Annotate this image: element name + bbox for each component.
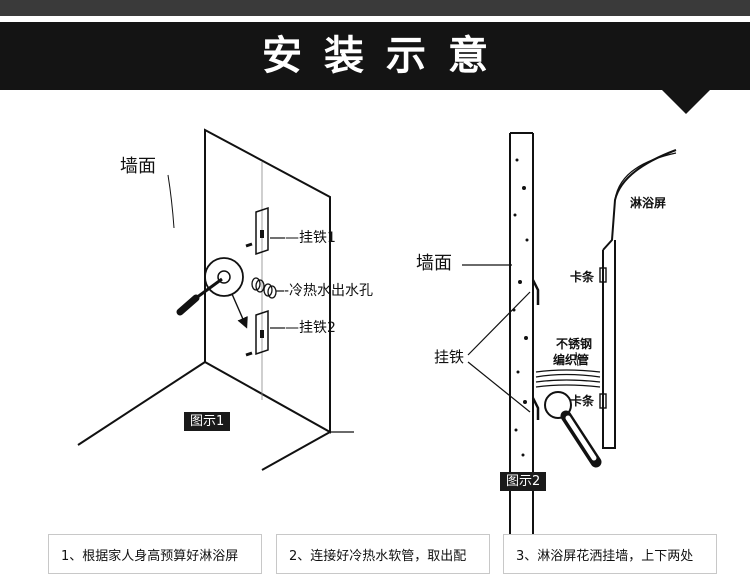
- braided-hoses: [535, 369, 601, 388]
- drill-icon: [176, 294, 200, 316]
- floor-edge-front: [261, 431, 331, 471]
- step-3: 3、淋浴屏花洒挂墙，上下两处: [503, 534, 717, 574]
- floor-edge-left: [77, 361, 206, 446]
- fig2-hose-label-2: 编织管: [553, 353, 590, 367]
- figure-2: [462, 132, 677, 567]
- fig2-caption: 图示2: [500, 472, 547, 491]
- clip-bottom: [599, 393, 607, 409]
- water-hole-icons: [251, 277, 277, 299]
- wall-panel: [204, 128, 331, 434]
- fig1-bracket-1-label: —挂铁1: [285, 230, 336, 246]
- wrench-icon: [544, 391, 602, 468]
- clip-top: [599, 267, 607, 283]
- steps-row: 1、根据家人身高预算好淋浴屏 2、连接好冷热水软管，取出配 3、淋浴屏花洒挂墙，…: [0, 534, 750, 574]
- fig2-hose-label-1: 不锈钢: [556, 337, 593, 351]
- fig2-clip-bottom-label: 卡条: [570, 394, 595, 408]
- fig1-bracket-2-label: —挂铁2: [285, 320, 336, 336]
- fig2-bracket-label: 挂铁: [434, 348, 465, 366]
- banner-notch: [660, 88, 712, 114]
- step-2: 2、连接好冷热水软管，取出配: [276, 534, 490, 574]
- bracket-1-icon: [255, 206, 269, 256]
- bracket-lower-icon: [531, 397, 540, 420]
- fig1-wall-label: 墙面: [120, 156, 156, 177]
- bracket-2-icon: [255, 309, 269, 356]
- fig2-wall-label: 墙面: [416, 253, 452, 274]
- drill-circle: [204, 257, 244, 297]
- shower-screen-body: [602, 240, 616, 449]
- fig2-clip-top-label: 卡条: [570, 270, 595, 284]
- banner-title: 安装示意: [262, 33, 510, 79]
- arrow-to-bracket-2: [231, 293, 248, 329]
- step-1: 1、根据家人身高预算好淋浴屏: [48, 534, 262, 574]
- wall-texture: [512, 158, 529, 457]
- bracket-upper-icon: [531, 279, 540, 305]
- fig1-caption: 图示1: [184, 412, 231, 431]
- fig1-water-holes-label: -冷热水出水孔: [284, 283, 374, 299]
- figure-1: [77, 128, 354, 471]
- fig2-screen-label: 淋浴屏: [630, 196, 667, 210]
- top-strip: [0, 0, 750, 16]
- wall-label-leader: [167, 174, 175, 229]
- title-banner: 安装示意: [0, 22, 750, 90]
